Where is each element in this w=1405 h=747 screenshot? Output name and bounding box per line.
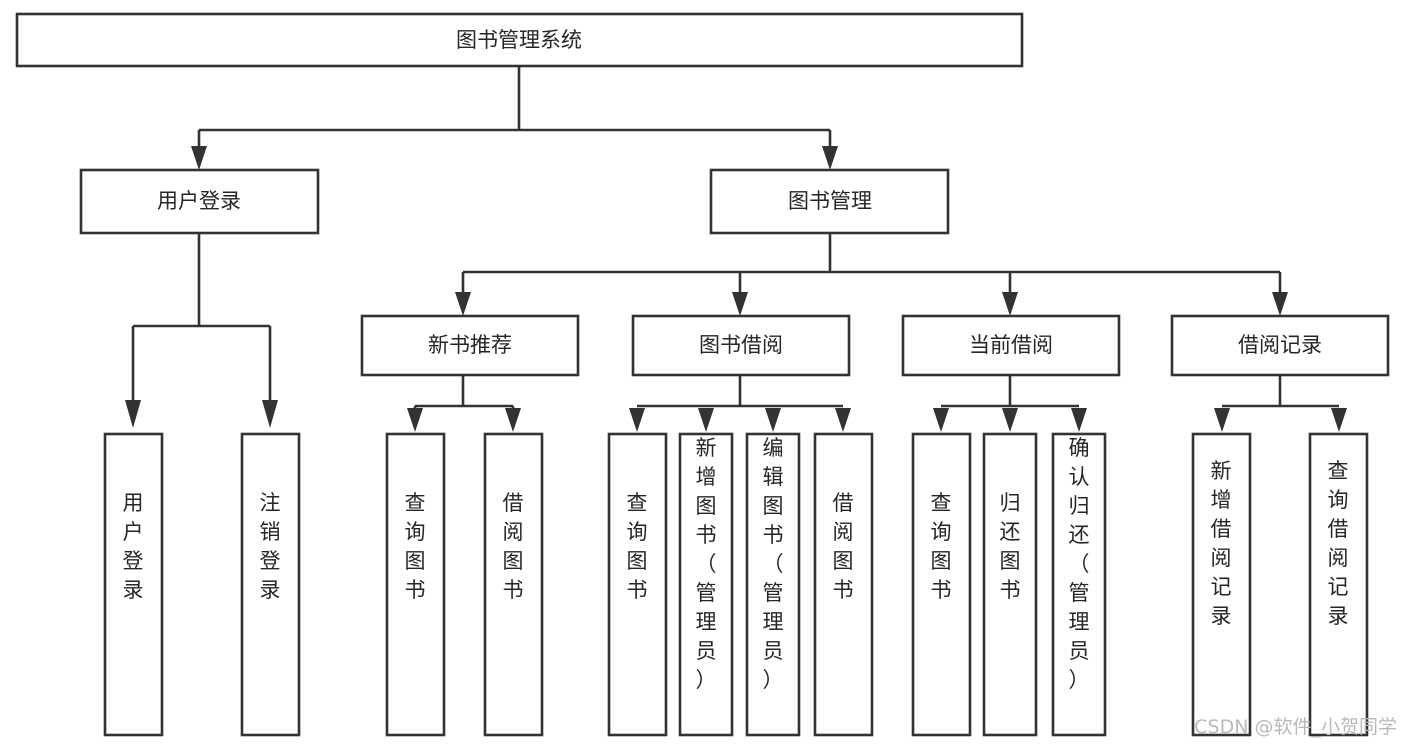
arrow-head-leaf-user-login [125, 400, 141, 428]
arrow-head-leaf-query-record [1331, 408, 1347, 432]
leaf-return-book[interactable]: 归还图书 [982, 432, 1038, 737]
leaf-borrow-book-2[interactable]: 借阅图书 [813, 432, 874, 737]
leaf-return-book-label: 归还图书 [1000, 491, 1021, 602]
leaf-logout-login[interactable]: 注销登录 [240, 432, 301, 737]
connector-group-root-to-level2 [191, 66, 838, 170]
leaf-query-book-3-label: 查询图书 [931, 491, 952, 602]
node-current-borrow-label: 当前借阅 [969, 333, 1053, 357]
connector-group-borrow-record-to-leaves [1214, 375, 1347, 432]
leaf-confirm-return-label: 确认归还（管理员） [1069, 436, 1090, 692]
node-book-borrow[interactable]: 图书借阅 [631, 314, 851, 377]
arrow-head-leaf-add-record [1214, 408, 1230, 432]
leaf-add-record-label: 新增借阅记录 [1211, 459, 1232, 628]
arrow-head-leaf-confirm-return [1071, 408, 1087, 432]
arrow-head-leaf-borrow-book-1 [505, 408, 521, 432]
node-borrow-record[interactable]: 借阅记录 [1170, 314, 1390, 377]
leaf-query-book-3-box[interactable] [911, 432, 972, 737]
leaf-add-book-label: 新增图书（管理员） [696, 436, 717, 692]
node-book-management[interactable]: 图书管理 [709, 168, 950, 235]
node-root-box[interactable] [15, 12, 1024, 68]
leaf-add-record-box[interactable] [1191, 432, 1252, 737]
arrow-head-book-management [822, 146, 838, 170]
leaf-add-book-box[interactable] [678, 432, 734, 737]
arrow-head-new-book-recommend [455, 292, 471, 316]
arrow-head-leaf-logout-login [262, 400, 278, 428]
leaf-add-book[interactable]: 新增图书（管理员） [678, 432, 734, 737]
leaf-confirm-return-box[interactable] [1051, 432, 1107, 737]
leaf-confirm-return[interactable]: 确认归还（管理员） [1051, 432, 1107, 737]
leaf-borrow-book-2-label: 借阅图书 [833, 491, 854, 602]
leaf-logout-login-box[interactable] [240, 432, 301, 737]
connector-group-current-borrow-to-leaves [933, 375, 1087, 432]
node-book-management-box[interactable] [709, 168, 950, 235]
arrow-head-book-borrow [732, 292, 748, 316]
connector-group-book-management-to-level3 [455, 233, 1288, 316]
connector-group-user-login-to-leaves [125, 233, 278, 428]
leaf-query-book-1-label: 查询图书 [405, 491, 426, 602]
leaf-edit-book-label: 编辑图书（管理员） [763, 436, 784, 692]
watermark: CSDN @软件_小贺同学 [1194, 716, 1397, 738]
connector-group-new-book-recommend-to-leaves [407, 375, 521, 432]
leaf-query-book-2[interactable]: 查询图书 [607, 432, 668, 737]
node-user-login[interactable]: 用户登录 [79, 168, 320, 235]
node-user-login-label: 用户登录 [157, 189, 241, 213]
arrow-head-leaf-edit-book [765, 408, 781, 432]
arrow-head-leaf-add-book [698, 408, 714, 432]
node-book-borrow-box[interactable] [631, 314, 851, 377]
leaf-borrow-book-1-box[interactable] [483, 432, 544, 737]
leaf-borrow-book-1[interactable]: 借阅图书 [483, 432, 544, 737]
arrow-head-leaf-borrow-book-2 [835, 408, 851, 432]
arrow-head-current-borrow [1002, 292, 1018, 316]
node-new-book-recommend-box[interactable] [360, 314, 580, 377]
node-book-management-label: 图书管理 [788, 189, 872, 213]
leaf-edit-book[interactable]: 编辑图书（管理员） [745, 432, 801, 737]
leaf-return-book-box[interactable] [982, 432, 1038, 737]
leaf-query-record-label: 查询借阅记录 [1328, 459, 1349, 628]
leaf-add-record[interactable]: 新增借阅记录 [1191, 432, 1252, 737]
leaf-edit-book-box[interactable] [745, 432, 801, 737]
leaf-user-login[interactable]: 用户登录 [103, 432, 164, 737]
node-new-book-recommend-label: 新书推荐 [428, 333, 512, 357]
leaf-query-book-1[interactable]: 查询图书 [385, 432, 446, 737]
arrow-head-user-login [191, 146, 207, 170]
node-book-borrow-label: 图书借阅 [699, 333, 783, 357]
node-root-label: 图书管理系统 [456, 28, 582, 52]
node-current-borrow[interactable]: 当前借阅 [901, 314, 1121, 377]
leaf-query-book-1-box[interactable] [385, 432, 446, 737]
arrow-head-leaf-query-book-3 [933, 408, 949, 432]
node-borrow-record-label: 借阅记录 [1238, 333, 1322, 357]
leaf-query-record-box[interactable] [1308, 432, 1369, 737]
arrow-head-leaf-query-book-1 [407, 408, 423, 432]
node-new-book-recommend[interactable]: 新书推荐 [360, 314, 580, 377]
node-borrow-record-box[interactable] [1170, 314, 1390, 377]
connector-group-book-borrow-to-leaves [629, 375, 851, 432]
arrow-head-leaf-query-book-2 [629, 408, 645, 432]
leaf-borrow-book-2-box[interactable] [813, 432, 874, 737]
node-current-borrow-box[interactable] [901, 314, 1121, 377]
arrow-head-borrow-record [1272, 292, 1288, 316]
leaf-user-login-box[interactable] [103, 432, 164, 737]
node-root[interactable]: 图书管理系统 [15, 12, 1024, 68]
leaf-query-book-2-box[interactable] [607, 432, 668, 737]
arrow-head-leaf-return-book [1002, 408, 1018, 432]
leaf-logout-login-label: 注销登录 [260, 491, 281, 602]
leaf-query-book-3[interactable]: 查询图书 [911, 432, 972, 737]
node-user-login-box[interactable] [79, 168, 320, 235]
leaf-borrow-book-1-label: 借阅图书 [503, 491, 524, 602]
leaf-query-book-2-label: 查询图书 [627, 491, 648, 602]
leaf-query-record[interactable]: 查询借阅记录 [1308, 432, 1369, 737]
leaf-user-login-label: 用户登录 [123, 491, 144, 602]
